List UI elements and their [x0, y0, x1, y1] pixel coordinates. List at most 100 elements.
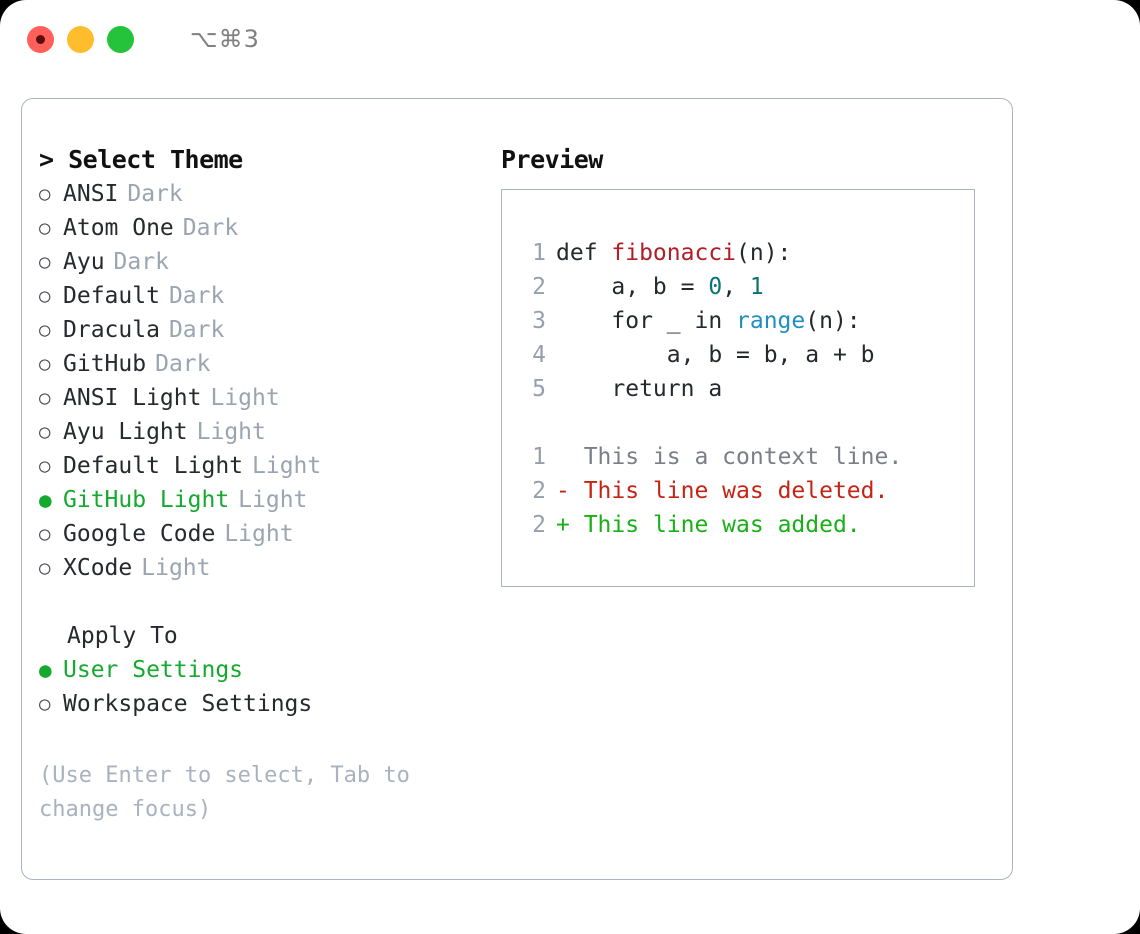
theme-option-ansi[interactable]: ○ ANSI Dark: [39, 177, 484, 211]
code-line: 4 a, b = b, a + b: [520, 338, 974, 372]
theme-option-label: Atom One: [63, 215, 174, 241]
code-line: 2 a, b = 0, 1: [520, 270, 974, 304]
theme-option-label: GitHub: [63, 351, 147, 377]
code-token-plain: (n):: [805, 308, 861, 334]
radio-selected-icon: ●: [39, 488, 52, 512]
theme-variant-tag: Dark: [127, 181, 183, 207]
diff-text: This line was added.: [583, 512, 861, 538]
diff-line-del: 2- This line was deleted.: [520, 474, 974, 508]
theme-variant-tag: Dark: [155, 351, 211, 377]
theme-option-ayu-light[interactable]: ○ Ayu Light Light: [39, 415, 484, 449]
theme-variant-tag: Dark: [113, 249, 169, 275]
theme-option-label: GitHub Light: [63, 487, 230, 513]
radio-unselected-icon: ○: [39, 251, 51, 273]
line-number: 2: [532, 512, 546, 538]
apply-option-label: Workspace Settings: [63, 691, 313, 717]
theme-variant-tag: Dark: [182, 215, 239, 241]
code-line: 5 return a: [520, 372, 974, 406]
section-spacer: [39, 585, 484, 619]
code-token-call: range: [736, 308, 806, 334]
diff-line-add: 2 + This line was added.: [520, 508, 974, 542]
code-token-plain: ,: [722, 274, 750, 300]
theme-option-label: Dracula: [63, 317, 160, 343]
code-token-plain: def: [556, 240, 612, 266]
theme-option-label: ANSI Light: [63, 385, 202, 411]
diff-marker: [556, 444, 584, 470]
diff-text: This is a context line.: [583, 444, 903, 470]
minimize-button-icon[interactable]: [67, 25, 94, 53]
theme-option-label: ANSI: [63, 181, 119, 207]
code-token-plain: return a: [556, 376, 723, 402]
radio-unselected-icon: ○: [39, 387, 51, 409]
code-token-plain: for _ in: [556, 308, 737, 334]
radio-unselected-icon: ○: [39, 285, 51, 307]
theme-variant-tag: Light: [210, 385, 280, 411]
select-theme-heading: > Select Theme: [39, 145, 243, 174]
code-token-plain: (n):: [736, 240, 792, 266]
radio-unselected-icon: ○: [39, 183, 51, 205]
preview-heading: Preview: [501, 145, 603, 174]
diff-sample: 1 This is a context line. 2- This line wa…: [520, 440, 974, 542]
code-line: 1 def fibonacci(n):: [520, 236, 974, 270]
theme-variant-tag: Light: [224, 521, 294, 547]
theme-option-github[interactable]: ○ GitHub Dark: [39, 347, 484, 381]
theme-option-label: XCode: [63, 555, 133, 581]
close-button-icon[interactable]: [27, 25, 54, 53]
radio-selected-icon: ●: [39, 658, 52, 682]
theme-option-label: Default: [63, 283, 160, 309]
theme-option-label: Ayu Light: [63, 419, 188, 445]
radio-unselected-icon: ○: [39, 217, 51, 239]
line-number: 3: [532, 308, 546, 334]
window-controls: [27, 25, 134, 53]
apply-option-label: User Settings: [63, 657, 244, 683]
theme-option-dracula[interactable]: ○ Dracula Dark: [39, 313, 484, 347]
line-number: 2: [532, 478, 546, 504]
line-number: 2: [532, 274, 546, 300]
theme-option-atom-one[interactable]: ○ Atom One Dark: [39, 211, 484, 245]
radio-unselected-icon: ○: [39, 557, 51, 579]
line-number: 1: [532, 444, 546, 470]
line-number: 5: [532, 376, 546, 402]
radio-unselected-icon: ○: [39, 421, 51, 443]
apply-to-list[interactable]: ● User Settings ○ Workspace Settings: [39, 653, 484, 721]
code-token-plain: a, b =: [556, 274, 709, 300]
code-token-func: fibonacci: [611, 240, 737, 266]
code-token-num: 1: [749, 274, 764, 300]
line-number: 4: [532, 342, 546, 368]
theme-variant-tag: Light: [238, 487, 308, 513]
theme-variant-tag: Light: [196, 419, 266, 445]
code-line: 3 for _ in range(n):: [520, 304, 974, 338]
diff-marker: -: [556, 478, 584, 504]
theme-option-ansi-light[interactable]: ○ ANSI Light Light: [39, 381, 484, 415]
theme-option-default[interactable]: ○ Default Dark: [39, 279, 484, 313]
apply-option-workspace-settings[interactable]: ○ Workspace Settings: [39, 687, 484, 721]
radio-unselected-icon: ○: [39, 353, 51, 375]
theme-option-ayu[interactable]: ○ Ayu Dark: [39, 245, 484, 279]
radio-unselected-icon: ○: [39, 523, 51, 545]
apply-to-heading: Apply To: [67, 623, 178, 649]
radio-unselected-icon: ○: [39, 319, 51, 341]
theme-variant-tag: Dark: [168, 317, 225, 343]
window-titlebar: ⌥⌘3: [0, 0, 1140, 78]
theme-variant-tag: Dark: [168, 283, 225, 309]
theme-variant-tag: Light: [252, 453, 322, 479]
keyboard-shortcut-label: ⌥⌘3: [190, 25, 260, 53]
diff-marker: +: [556, 512, 584, 538]
theme-option-label: Ayu: [63, 249, 105, 275]
maximize-button-icon[interactable]: [107, 25, 134, 53]
apply-option-user-settings[interactable]: ● User Settings: [39, 653, 484, 687]
diff-text: This line was deleted.: [583, 478, 889, 504]
code-diff-spacer: [520, 406, 974, 440]
theme-option-github-light[interactable]: ● GitHub Light Light: [39, 483, 484, 517]
code-token-num: 0: [708, 274, 723, 300]
radio-unselected-icon: ○: [39, 693, 51, 715]
line-number: 1: [532, 240, 546, 266]
